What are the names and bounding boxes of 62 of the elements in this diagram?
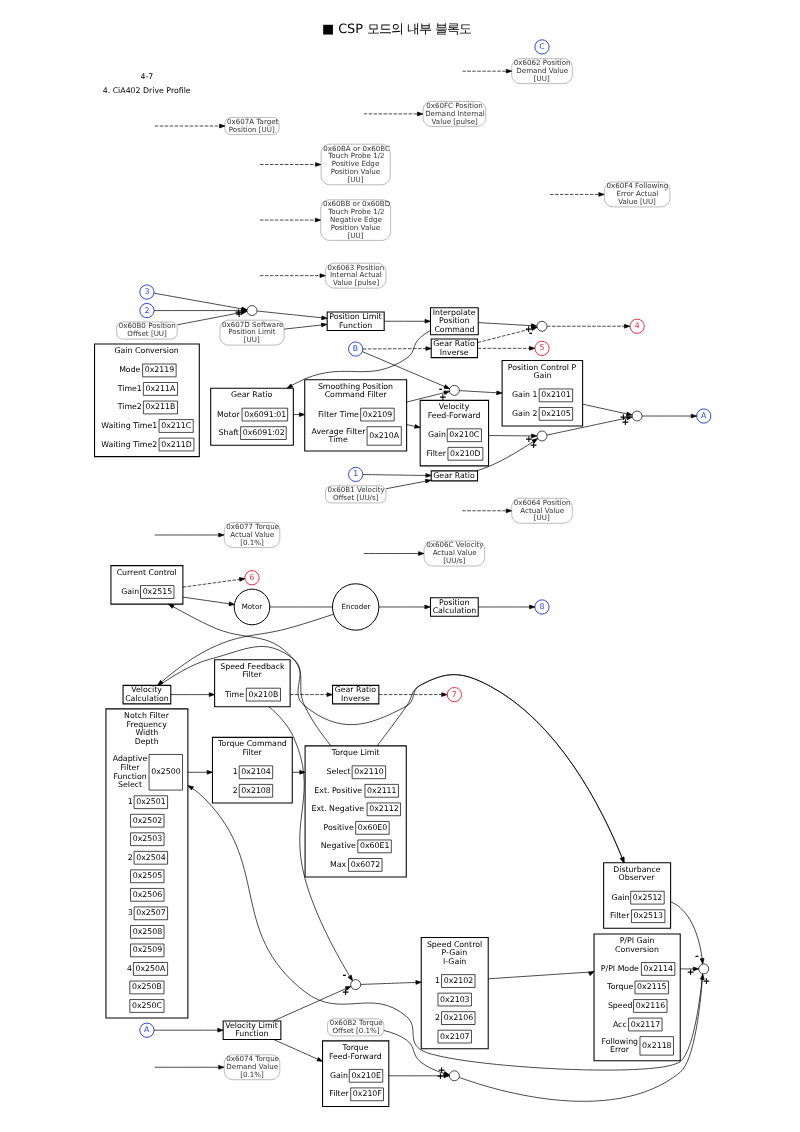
connector bbox=[269, 606, 333, 608]
arrow bbox=[582, 403, 633, 417]
arrow bbox=[293, 412, 306, 417]
arrow bbox=[170, 692, 215, 697]
arrow bbox=[406, 390, 450, 403]
node-circle bbox=[246, 305, 258, 316]
arrow bbox=[383, 319, 431, 324]
arrow bbox=[154, 532, 225, 538]
arrow bbox=[488, 433, 538, 439]
arrow bbox=[273, 1039, 323, 1062]
arrow bbox=[286, 330, 431, 389]
arrow bbox=[362, 346, 432, 351]
node-circle bbox=[536, 430, 548, 442]
arrow bbox=[546, 324, 631, 329]
arrow bbox=[459, 973, 705, 1102]
arrow bbox=[478, 604, 536, 610]
arrow bbox=[385, 479, 432, 490]
arrow bbox=[157, 613, 334, 686]
arrow bbox=[670, 901, 705, 965]
arrow bbox=[363, 111, 424, 117]
arrow bbox=[679, 966, 700, 972]
arrow bbox=[259, 162, 322, 167]
node-circle bbox=[449, 385, 460, 396]
node-circle bbox=[631, 410, 643, 422]
arrow bbox=[182, 577, 246, 588]
arrow bbox=[406, 424, 421, 429]
arrow bbox=[259, 273, 326, 278]
arrow bbox=[477, 346, 536, 351]
arrow bbox=[187, 770, 213, 775]
arrow bbox=[362, 473, 432, 478]
arrow bbox=[289, 692, 333, 697]
arrow bbox=[487, 971, 595, 980]
arrow bbox=[378, 604, 431, 610]
arrow bbox=[549, 192, 605, 197]
arrow bbox=[259, 217, 321, 223]
arrow bbox=[462, 508, 513, 513]
node-circle bbox=[449, 1070, 460, 1082]
arrow bbox=[154, 123, 226, 129]
arrow bbox=[182, 596, 235, 606]
arrow bbox=[291, 770, 306, 775]
arrow bbox=[283, 322, 328, 330]
arrow bbox=[154, 1065, 225, 1070]
arrow bbox=[476, 438, 538, 472]
arrow bbox=[268, 706, 353, 982]
arrow bbox=[378, 692, 448, 697]
node-circle bbox=[350, 979, 362, 990]
arrow bbox=[363, 551, 425, 556]
arrow bbox=[362, 351, 450, 389]
arrow bbox=[360, 980, 422, 985]
arrow bbox=[641, 413, 697, 419]
arrow bbox=[462, 68, 513, 74]
node-circle bbox=[536, 320, 548, 332]
arrow bbox=[478, 322, 538, 328]
arrow bbox=[459, 390, 503, 395]
arrow bbox=[168, 603, 332, 747]
arrow bbox=[273, 986, 352, 1022]
arrow bbox=[383, 1030, 450, 1076]
arrow bbox=[153, 1027, 224, 1033]
node-circle bbox=[698, 963, 710, 975]
arrow bbox=[159, 646, 625, 864]
arrow bbox=[546, 415, 633, 436]
arrow bbox=[256, 310, 328, 320]
